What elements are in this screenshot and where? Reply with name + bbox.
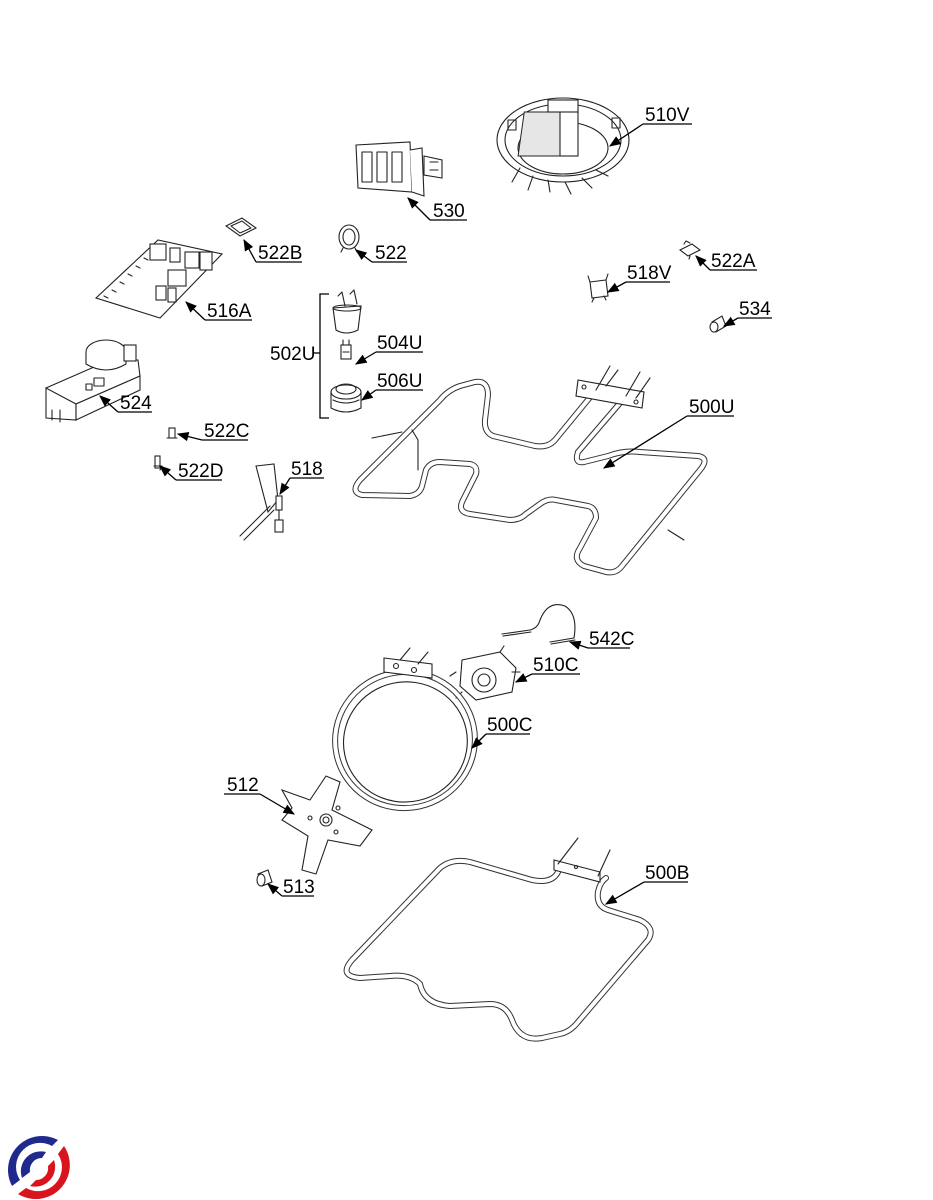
callout-label: 542C — [589, 629, 634, 650]
callout-506u: 506U — [361, 371, 423, 401]
callout-label: 506U — [377, 371, 422, 392]
part-522a-clip — [678, 240, 702, 260]
part-534-lamp — [709, 315, 727, 333]
part-518v-sensor-bracket — [587, 273, 609, 303]
logo-blue-arc-inner — [20, 1151, 46, 1178]
callout-label: 513 — [283, 877, 315, 898]
callout-522a: 522A — [695, 251, 757, 272]
part-500c-circular-element — [332, 647, 478, 812]
callout-label: 512 — [227, 775, 259, 796]
part-502u-thermostat — [332, 289, 362, 334]
part-542c-wire-spring — [501, 604, 576, 645]
callout-522d: 522D — [159, 461, 223, 482]
callout-502u: 502U — [270, 344, 315, 365]
callout-500u: 500U — [603, 397, 734, 469]
callout-510c: 510C — [514, 655, 580, 683]
callout-label: 518 — [291, 459, 323, 480]
callout-label: 516A — [207, 301, 252, 322]
part-518-temperature-probe — [239, 463, 284, 541]
callout-label: 518V — [627, 263, 672, 284]
brand-logo — [7, 1135, 70, 1200]
callout-530: 530 — [407, 197, 467, 222]
callout-label: 522D — [178, 461, 223, 482]
part-522b-bracket — [224, 217, 258, 237]
part-500u-upper-element — [352, 365, 708, 576]
part-530-terminal-block — [355, 141, 443, 197]
part-504u-connector — [340, 339, 352, 360]
callout-label: 522C — [204, 421, 249, 442]
callout-510v: 510V — [609, 105, 692, 147]
callout-512: 512 — [224, 775, 296, 815]
callout-500c: 500C — [471, 715, 532, 749]
part-510v-cooling-fan — [496, 97, 630, 195]
callout-504u: 504U — [354, 333, 423, 365]
callout-label: 500B — [645, 863, 689, 884]
callout-522b: 522B — [243, 238, 302, 264]
logo-blue-arc-outer — [7, 1135, 58, 1186]
callout-label: 534 — [739, 299, 771, 320]
callout-label: 510C — [533, 655, 578, 676]
part-522d-fastener — [153, 455, 163, 471]
callout-513: 513 — [267, 877, 315, 898]
logo-red-arc-outer — [18, 1146, 70, 1200]
callout-524: 524 — [99, 393, 152, 414]
logo-red-arc-inner — [30, 1160, 56, 1187]
callout-534: 534 — [722, 299, 772, 327]
part-516a-control-board — [94, 239, 224, 319]
part-524-switch-module — [45, 339, 141, 423]
callout-label: 510V — [645, 105, 690, 126]
callout-label: 530 — [433, 201, 465, 222]
part-522c-fastener — [166, 427, 178, 439]
part-522-clip — [338, 224, 360, 253]
part-500b-bottom-element — [343, 837, 654, 1042]
callout-516a: 516A — [185, 301, 252, 322]
callout-label: 504U — [377, 333, 422, 354]
callout-label: 522A — [711, 251, 756, 272]
callout-label: 522B — [258, 243, 302, 264]
part-506u-knob-cap — [330, 383, 362, 413]
part-513-nut — [256, 869, 273, 887]
bracket-502u-group — [314, 293, 329, 419]
part-510c-convection-motor — [449, 645, 521, 701]
callout-label: 522 — [375, 243, 407, 264]
callout-label: 500C — [487, 715, 532, 736]
callout-518v: 518V — [606, 263, 672, 293]
callout-542c: 542C — [568, 629, 634, 650]
part-512-fan-blade — [280, 775, 373, 875]
callout-500b: 500B — [604, 863, 689, 905]
callout-522: 522 — [355, 243, 407, 264]
callout-label: 524 — [120, 393, 152, 414]
callout-518: 518 — [279, 459, 324, 495]
callout-label: 502U — [270, 344, 315, 365]
callout-label: 500U — [689, 397, 734, 418]
callout-522c: 522C — [176, 421, 249, 442]
